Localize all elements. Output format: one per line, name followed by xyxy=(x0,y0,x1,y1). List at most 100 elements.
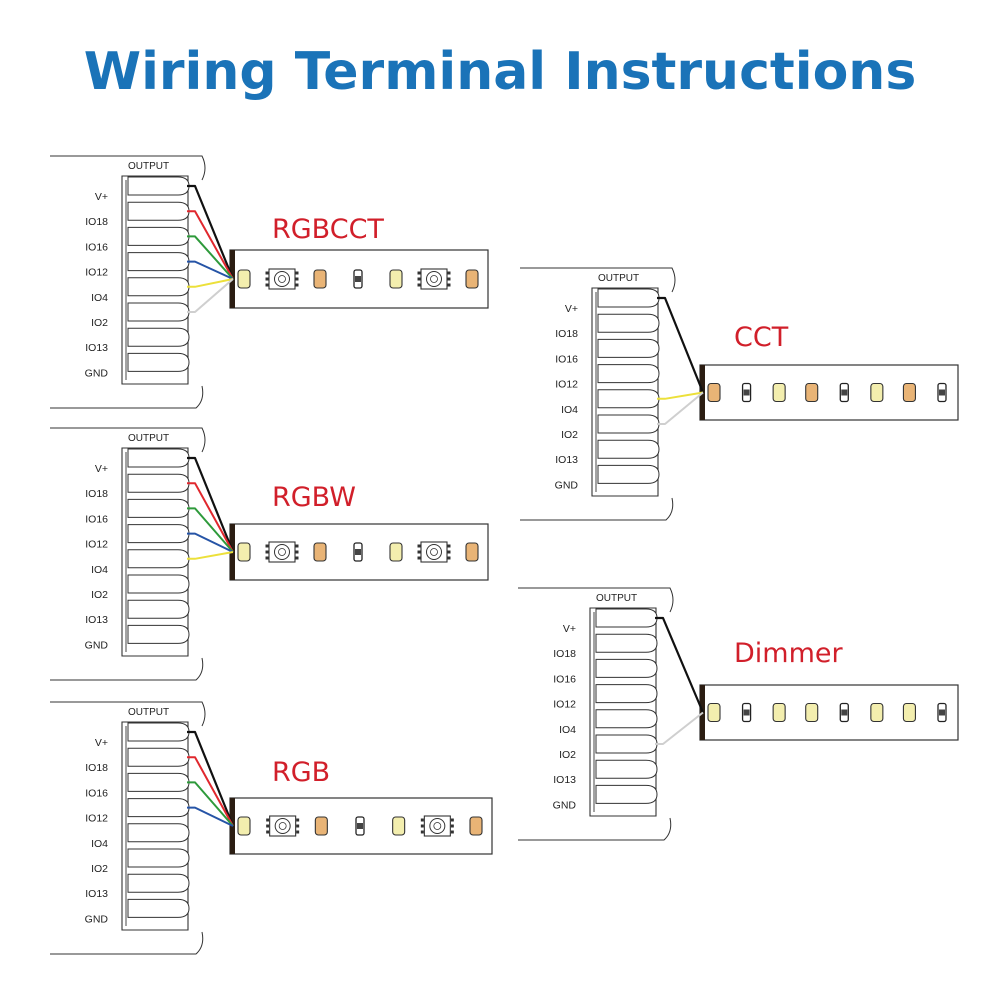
strip-label: CCT xyxy=(734,322,789,353)
wire-yellow xyxy=(187,278,234,288)
chip-pad xyxy=(295,277,299,281)
chip-pad xyxy=(296,818,300,822)
wires xyxy=(187,730,235,827)
terminal-slot xyxy=(127,226,190,246)
wire-yellow xyxy=(657,391,704,400)
terminal-slot xyxy=(595,658,658,678)
chip-pad xyxy=(450,824,454,828)
wire-green xyxy=(187,235,234,280)
pin-label-io18: IO18 xyxy=(553,648,576,660)
pin-label-io13: IO13 xyxy=(85,888,108,900)
warm-led-chip xyxy=(314,816,328,836)
chip-pad xyxy=(295,544,299,548)
terminal-slot xyxy=(127,873,190,893)
output-label: OUTPUT xyxy=(128,707,169,718)
terminal-slot xyxy=(127,448,190,468)
terminal-slot xyxy=(597,288,660,308)
strip-label: RGBCCT xyxy=(272,214,384,245)
chip-pad xyxy=(265,550,269,554)
chip-pad xyxy=(265,544,269,548)
housing-bottom xyxy=(50,931,204,955)
wires xyxy=(187,184,235,313)
pin-label-vplus: V+ xyxy=(565,303,578,315)
chip-pad xyxy=(417,283,421,287)
terminal-slot xyxy=(127,252,190,272)
rgb-led-chip xyxy=(417,268,451,290)
resistor-chip xyxy=(839,382,849,403)
chip-pad xyxy=(447,277,451,281)
pin-label-io16: IO16 xyxy=(85,241,108,253)
terminal-slot xyxy=(597,364,660,384)
cool-led-chip xyxy=(772,382,786,403)
resistor-band xyxy=(939,389,945,396)
terminal-slot xyxy=(595,759,658,779)
resistor-chip xyxy=(741,702,752,723)
chip-pad xyxy=(266,830,270,834)
cool-led-chip xyxy=(902,702,916,723)
terminal-slot xyxy=(595,709,658,729)
pin-label-io4: IO4 xyxy=(561,404,578,416)
pin-label-io18: IO18 xyxy=(85,762,108,774)
terminal-slot xyxy=(127,302,190,322)
wire-white xyxy=(655,711,704,745)
terminal-slot xyxy=(127,549,190,569)
pin-label-io4: IO4 xyxy=(91,838,108,850)
warm-led-chip xyxy=(313,269,327,289)
terminal-slot xyxy=(127,473,190,493)
pin-label-vplus: V+ xyxy=(95,737,108,749)
rgb-led-chip xyxy=(265,541,299,563)
pin-label-io13: IO13 xyxy=(85,614,108,626)
resistor-band xyxy=(841,389,848,396)
chip-lens xyxy=(429,818,446,834)
wire-black xyxy=(655,616,705,713)
chip-pad xyxy=(447,283,451,287)
chip-pad xyxy=(417,556,421,560)
resistor-chip xyxy=(839,702,849,723)
chip-pad xyxy=(296,830,300,834)
terminal-slot xyxy=(127,823,190,843)
cool-led-chip xyxy=(870,382,884,403)
pin-label-io4: IO4 xyxy=(91,292,108,304)
chip-pad xyxy=(295,550,299,554)
output-label: OUTPUT xyxy=(128,433,169,444)
cool-led-chip xyxy=(389,542,403,562)
terminal-slot xyxy=(127,574,190,594)
warm-led-chip xyxy=(469,816,483,836)
wire-green xyxy=(187,781,234,827)
output-label: OUTPUT xyxy=(598,273,639,284)
strip-body xyxy=(699,364,959,421)
terminal-slot xyxy=(127,524,190,544)
wire-blue xyxy=(187,806,234,827)
resistor-chip xyxy=(937,382,947,403)
resistor-chip xyxy=(741,382,752,403)
warm-led-chip xyxy=(465,269,479,289)
pin-label-io12: IO12 xyxy=(85,267,108,279)
page-title: Wiring Terminal Instructions xyxy=(83,42,917,102)
wire-red xyxy=(187,482,234,553)
chip-pad xyxy=(447,550,451,554)
terminal-slot xyxy=(595,684,658,704)
pin-label-io2: IO2 xyxy=(91,589,108,601)
chip-pad xyxy=(417,277,421,281)
terminal-slot xyxy=(597,414,660,434)
pin-label-io4: IO4 xyxy=(91,564,108,576)
pin-label-vplus: V+ xyxy=(95,463,108,475)
led-strip xyxy=(699,684,959,741)
pin-label-io13: IO13 xyxy=(85,342,108,354)
chip-pad xyxy=(265,283,269,287)
chip-die xyxy=(278,548,286,556)
warm-led-chip xyxy=(902,382,916,403)
chip-die xyxy=(430,548,438,556)
housing-bottom xyxy=(50,385,204,409)
cool-led-chip xyxy=(392,816,406,836)
pin-label-io13: IO13 xyxy=(553,774,576,786)
wire-blue xyxy=(187,532,234,553)
pin-label-io2: IO2 xyxy=(91,317,108,329)
pin-label-io12: IO12 xyxy=(553,699,576,711)
terminal-slot xyxy=(127,176,190,196)
terminal-slot xyxy=(127,722,190,742)
chip-pad xyxy=(450,818,454,822)
